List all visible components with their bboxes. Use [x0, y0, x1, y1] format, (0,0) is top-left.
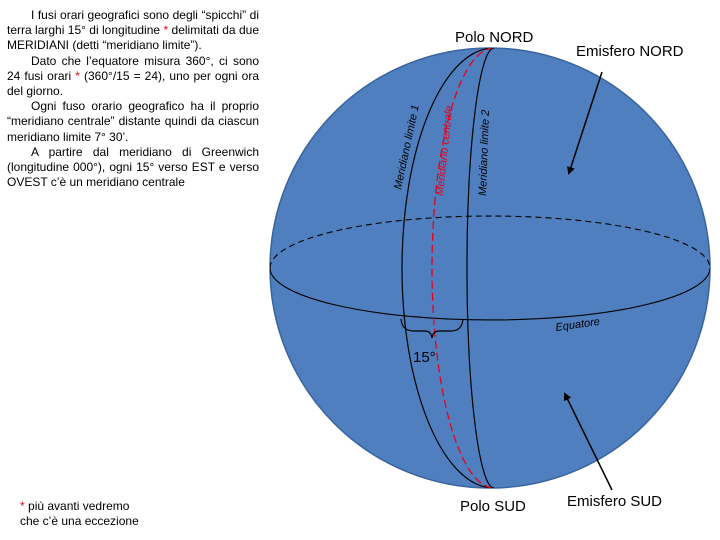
- footnote-line-2: che c’è una eccezione: [20, 514, 139, 528]
- south-pole-label: Polo SUD: [460, 498, 526, 515]
- width-label: 15°: [413, 349, 436, 366]
- south-hemisphere-label: Emisfero SUD: [567, 493, 662, 510]
- footnote: * più avanti vedremo che c’è una eccezio…: [20, 499, 139, 529]
- asterisk: *: [20, 499, 25, 513]
- north-pole-label: Polo NORD: [455, 29, 534, 46]
- north-hemisphere-label: Emisfero NORD: [576, 43, 684, 60]
- footnote-line-1: più avanti vedremo: [28, 499, 129, 513]
